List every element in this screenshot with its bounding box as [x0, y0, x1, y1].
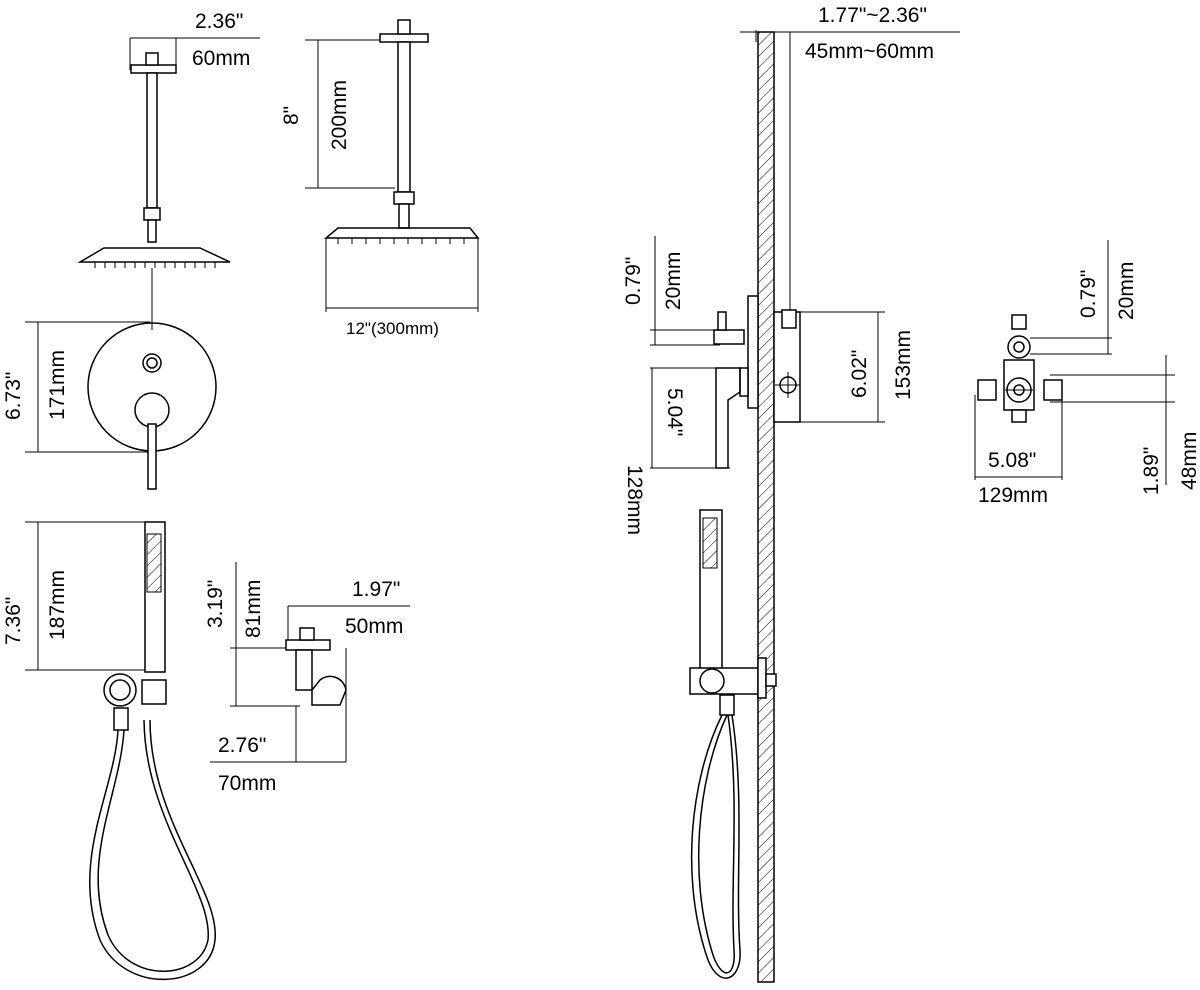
- valve-top-in: 0.79": [1077, 270, 1100, 318]
- holder-depth-in: 1.97": [352, 578, 400, 601]
- wall-section: 1.77"~2.36" 45mm~60mm: [740, 4, 960, 983]
- holder-projection-mm: 70mm: [218, 772, 276, 795]
- hand-length-in: 7.36": [2, 597, 25, 645]
- holder-depth-mm: 50mm: [345, 615, 403, 638]
- valve-in: 6.02": [848, 350, 871, 398]
- handle-in: 5.04": [663, 388, 686, 436]
- hand-length-mm: 187mm: [46, 570, 69, 640]
- valve-width-in: 5.08": [988, 449, 1036, 472]
- valve-depth-in: 1.89": [1140, 447, 1163, 495]
- valve-body: 0.79" 20mm 5.08" 129mm 1.89" 48mm: [974, 240, 1200, 507]
- valve-width-mm: 129mm: [978, 484, 1048, 507]
- arm-length-in: 8": [280, 106, 303, 125]
- flange-width-mm: 60mm: [192, 47, 250, 70]
- arm-length-mm: 200mm: [328, 80, 351, 150]
- valve-top-mm: 20mm: [1115, 262, 1138, 320]
- wall-thickness-mm: 45mm~60mm: [805, 40, 934, 63]
- hand-shower: 7.36" 187mm: [2, 521, 216, 981]
- holder-height-in: 3.19": [204, 580, 227, 628]
- outlet-mm: 20mm: [662, 252, 685, 310]
- plate-diameter-in: 6.73": [2, 372, 25, 420]
- valve-depth-mm: 48mm: [1178, 432, 1200, 490]
- wall-hand-shower: [689, 509, 777, 979]
- shower-arm-front-view: 2.36" 60mm: [77, 10, 260, 330]
- plate-diameter-mm: 171mm: [46, 350, 69, 420]
- holder-projection-in: 2.76": [218, 734, 266, 757]
- shower-holder: 3.19" 81mm 1.97" 50mm 2.76" 70mm: [204, 562, 410, 795]
- flange-width-in: 2.36": [195, 10, 243, 33]
- wall-thickness-in: 1.77"~2.36": [818, 4, 927, 27]
- holder-height-mm: 81mm: [242, 580, 265, 638]
- valve-mm: 153mm: [892, 330, 915, 400]
- handle-mm: 128mm: [623, 465, 646, 535]
- head-diameter: 12"(300mm): [346, 319, 439, 338]
- valve-side-view: 0.79" 20mm 128mm 5.04" 6.02" 153mm: [622, 236, 915, 535]
- trim-plate: 6.73" 171mm: [2, 321, 217, 490]
- shower-arm-side-view: 8" 200mm 12"(300mm): [280, 19, 480, 338]
- outlet-in: 0.79": [622, 257, 645, 305]
